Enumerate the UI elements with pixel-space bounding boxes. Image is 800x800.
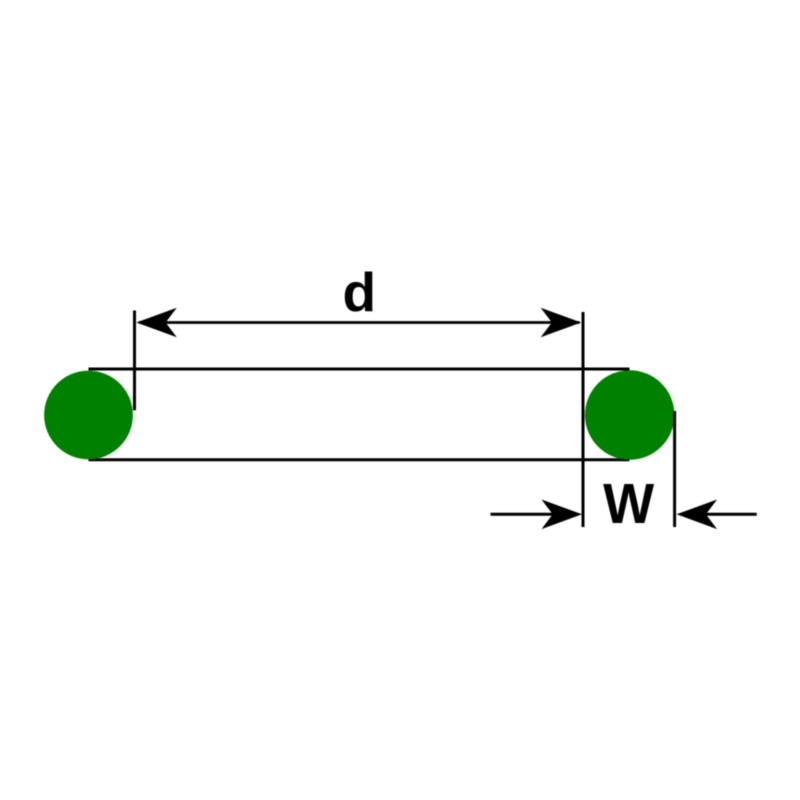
svg-text:W: W: [603, 472, 654, 536]
svg-text:d: d: [342, 261, 376, 323]
